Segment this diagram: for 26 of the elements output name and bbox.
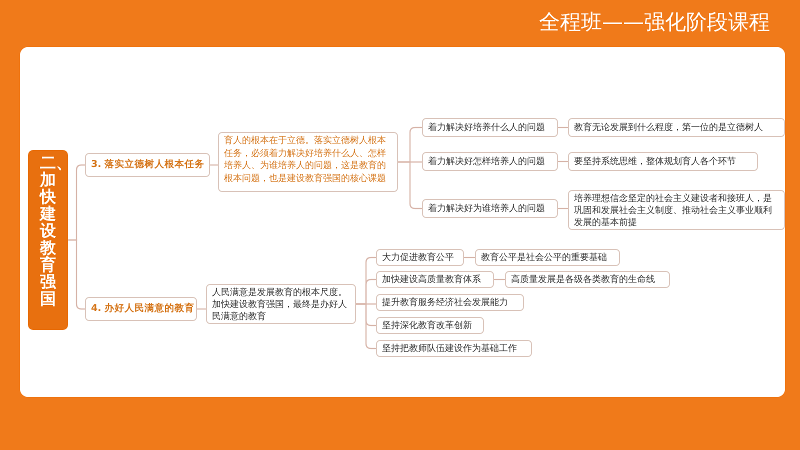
connector-line (356, 303, 376, 350)
topic-box: 大力促进教育公平 (376, 249, 464, 266)
detail-box: 要坚持系统思维，整体规划育人各个环节 (568, 152, 758, 171)
detail-box: 培养理想信念坚定的社会主义建设者和接班人，是巩固和发展社会主义制度、推动社会主义事业顺利发展的基本前提 (568, 190, 785, 230)
connector-line (68, 239, 85, 310)
detail-box: 高质量发展是各级各类教育的生命线 (505, 271, 670, 288)
topic-box: 提升教育服务经济社会发展能力 (376, 294, 524, 311)
topic-box: 着力解决好为谁培养人的问题 (422, 199, 558, 218)
detail-box: 教育公平是社会公平的重要基础 (475, 249, 620, 266)
topic-box: 着力解决好培养什么人的问题 (422, 118, 558, 137)
summary-box: 育人的根本在于立德。落实立德树人根本任务，必须着力解决好培养什么人、怎样培养人、为谁培养人的问题，这是教育的根本问题，也是建设教育强国的核心课题 (218, 132, 398, 192)
topic-box: 着力解决好怎样培养人的问题 (422, 152, 558, 171)
chapter-box: 二、加快建设教育强国 (28, 150, 68, 330)
topic-box: 加快建设高质量教育体系 (376, 271, 494, 288)
section-box: 4. 办好人民满意的教育 (85, 297, 197, 321)
summary-box: 人民满意是发展教育的根本尺度。加快建设教育强国，最终是办好人民满意的教育 (206, 284, 356, 324)
connector-line (558, 208, 568, 210)
section-box: 3. 落实立德树人根本任务 (85, 153, 210, 177)
topic-box: 坚持深化教育改革创新 (376, 317, 484, 334)
topic-box: 坚持把教师队伍建设作为基础工作 (376, 340, 532, 357)
connector-line (494, 278, 505, 280)
connector-line (558, 160, 568, 162)
connector-line (464, 256, 475, 258)
connector-line (558, 126, 568, 128)
detail-box: 教育无论发展到什么程度，第一位的是立德树人 (568, 118, 785, 137)
title: 全程班——强化阶段课程 (539, 9, 770, 36)
